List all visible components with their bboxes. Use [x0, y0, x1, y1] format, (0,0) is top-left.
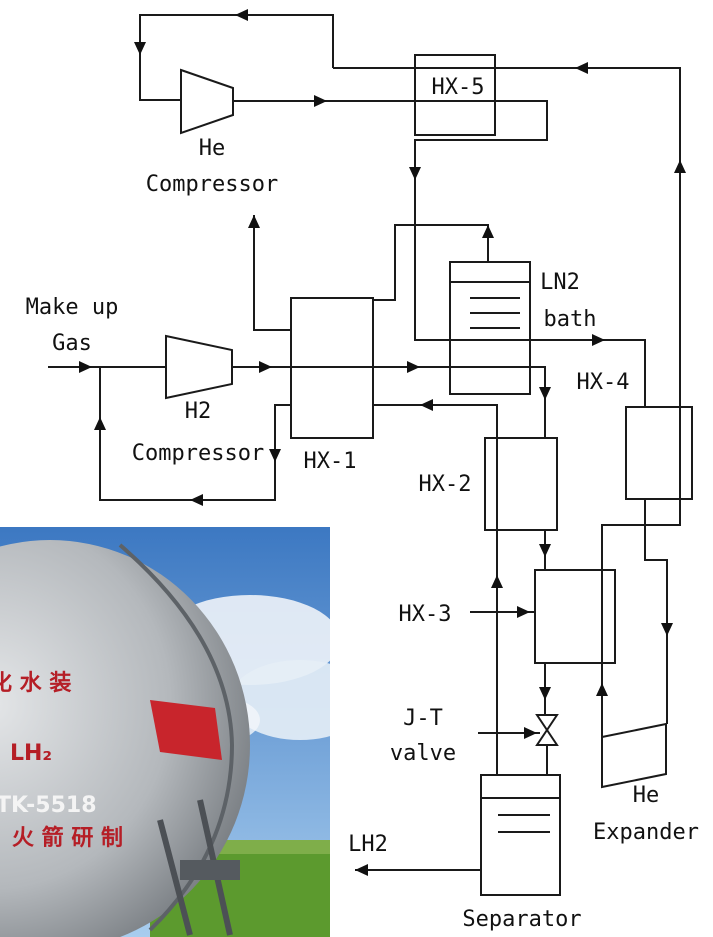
lh2-label: LH2 — [348, 832, 388, 857]
jt-valve-upper — [537, 715, 557, 730]
arrow-left — [190, 494, 203, 506]
arrow-down — [539, 387, 551, 400]
ln2-bath-label-line1: LN2 — [540, 270, 580, 295]
arrow-down — [539, 687, 551, 700]
arrow-right — [592, 334, 605, 346]
h2-compressor-label-line1: H2 — [185, 399, 212, 424]
arrow-down — [539, 544, 551, 557]
jt-valve-label-line1: J-T — [403, 706, 443, 731]
lh2-tank-photo: 化 水 装 LH₂ TK-5518 火 箭 研 制 — [0, 527, 370, 937]
he-expander-label-line2: Expander — [593, 820, 699, 845]
arrow-right — [407, 361, 420, 373]
tank-lh2-text: LH₂ — [10, 741, 52, 766]
jt-valve-label-line2: valve — [390, 741, 456, 766]
separator-label: Separator — [462, 907, 581, 932]
ln2-bath-label-line2: bath — [544, 307, 597, 332]
hx1-label: HX-1 — [304, 449, 357, 474]
he-expander-symbol — [602, 724, 666, 787]
hx2-box — [485, 438, 557, 530]
arrow-up — [491, 575, 503, 588]
arrow-left — [575, 62, 588, 74]
arrow-right — [79, 361, 92, 373]
h2-compressor-label-line2: Compressor — [132, 441, 264, 466]
arrow-left — [235, 9, 248, 21]
arrow-up — [674, 160, 686, 173]
he-expander-label-line1: He — [633, 783, 660, 808]
tank-chinese-chars: 化 水 装 — [0, 670, 71, 696]
arrow-right — [259, 361, 272, 373]
arrow-right — [524, 727, 537, 739]
make-up-gas-label-line1: Make up — [26, 295, 119, 320]
arrow-left — [355, 864, 368, 876]
arrow-down — [409, 167, 421, 180]
h2-compressor-symbol — [166, 336, 232, 398]
hx4-box — [626, 407, 692, 499]
hx5-label: HX-5 — [432, 75, 485, 100]
arrow-up — [596, 683, 608, 696]
hx4-label: HX-4 — [577, 370, 630, 395]
tank-code-text: TK-5518 — [0, 793, 97, 818]
tank-small-text: 火 箭 研 制 — [12, 825, 123, 851]
arrow-right — [517, 606, 530, 618]
he-compressor-label-line1: He — [199, 136, 226, 161]
he-compressor-label-line2: Compressor — [146, 172, 278, 197]
arrow-left — [420, 399, 433, 411]
he-compressor-symbol — [181, 70, 233, 133]
arrow-down — [134, 42, 146, 55]
separator-box — [481, 775, 560, 895]
arrow-right — [314, 95, 327, 107]
arrow-up — [482, 225, 494, 238]
arrow-down — [269, 449, 281, 462]
arrow-up — [248, 215, 260, 228]
hx2-label: HX-2 — [419, 472, 472, 497]
arrow-up — [94, 417, 106, 430]
arrow-down — [661, 623, 673, 636]
make-up-gas-label-line2: Gas — [52, 331, 92, 356]
hx3-label: HX-3 — [399, 602, 452, 627]
